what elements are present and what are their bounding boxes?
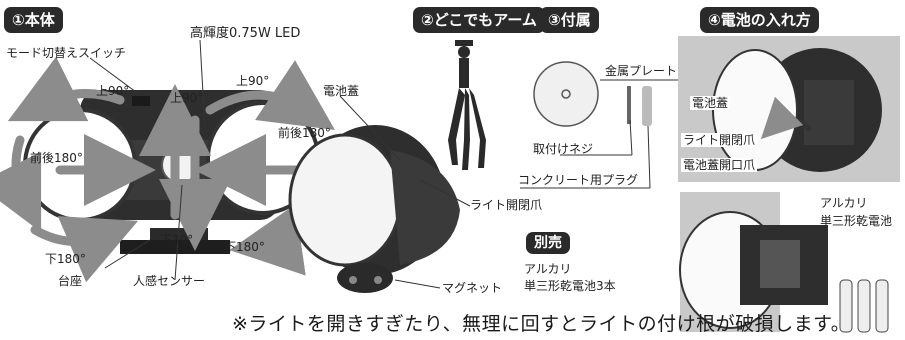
label-alkaline: アルカリ bbox=[820, 196, 868, 210]
header-main-body: ①本体 bbox=[4, 7, 63, 33]
accessories-drawing bbox=[533, 61, 652, 127]
warning-text: ※ライトを開きすぎたり、無理に回すとライトの付け根が破損します。 bbox=[232, 313, 851, 335]
label-down30: 下30° bbox=[160, 233, 194, 247]
header-accessories: ③付属 bbox=[540, 7, 599, 33]
label-mode-switch: モード切替えスイッチ bbox=[6, 46, 127, 60]
label-aa-battery: 単三形乾電池 bbox=[820, 214, 893, 228]
detail-leader-lines bbox=[339, 95, 471, 289]
battery-photo-top bbox=[678, 36, 900, 182]
label-metal-plate: 金属プレート bbox=[605, 64, 678, 78]
label-fb180-left: 前後180° bbox=[30, 151, 83, 165]
separate-line2: 単三形乾電池3本 bbox=[524, 279, 616, 293]
label-led: 高輝度0.75W LED bbox=[190, 26, 301, 41]
battery-photo-bottom bbox=[679, 192, 889, 333]
label-base: 台座 bbox=[58, 274, 83, 288]
header-battery: ④電池の入れ方 bbox=[700, 7, 819, 33]
header-arm: ②どこでもアーム bbox=[413, 7, 545, 33]
label-concrete-plug: コンクリート用プラグ bbox=[518, 173, 639, 187]
arm-drawing bbox=[448, 40, 486, 170]
label-magnet: マグネット bbox=[442, 281, 503, 295]
label-screw: 取付けネジ bbox=[533, 142, 594, 156]
label-bat-cover-latch: 電池蓋開口爪 bbox=[681, 158, 758, 172]
separate-line1: アルカリ bbox=[524, 262, 572, 276]
label-light-latch: ライト開閉爪 bbox=[470, 198, 543, 212]
header-sold-separately: 別売 bbox=[526, 232, 570, 254]
label-sensor: 人感センサー bbox=[133, 274, 206, 288]
accessory-leader-lines bbox=[520, 79, 690, 189]
detail-unit-drawing bbox=[288, 125, 460, 293]
label-up90-mid: 上90° bbox=[170, 91, 204, 105]
label-up90-right: 上90° bbox=[236, 74, 270, 88]
label-fb180-right: 前後180° bbox=[278, 126, 331, 140]
label-up90-left: 上90° bbox=[96, 84, 130, 98]
label-bat-latch: ライト開閉爪 bbox=[681, 133, 758, 147]
label-battery-cover: 電池蓋 bbox=[323, 84, 360, 98]
label-down180-right: 下180° bbox=[224, 240, 265, 254]
rotation-arrows bbox=[0, 56, 335, 283]
label-bat-cover: 電池蓋 bbox=[690, 96, 731, 110]
label-down180-left: 下180° bbox=[45, 252, 86, 266]
main-leader-lines bbox=[89, 39, 206, 281]
